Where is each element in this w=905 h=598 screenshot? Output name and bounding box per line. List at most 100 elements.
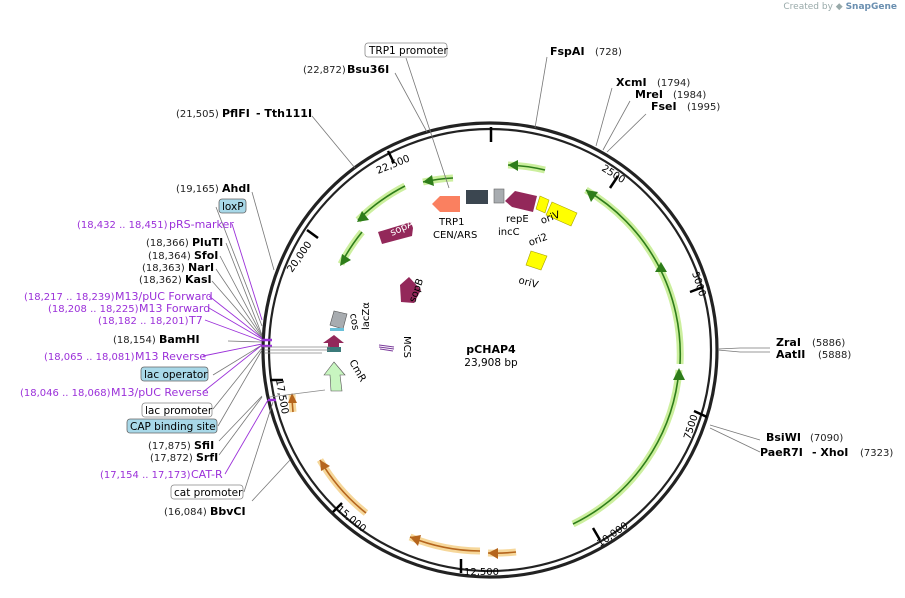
site-ahdi-pos: (19,165) <box>176 184 219 195</box>
boxed-labels: TRP1 promoter loxP lac operator lac prom… <box>126 42 448 500</box>
primer-prs-marker-pos: (18,432 .. 18,451) <box>77 220 168 231</box>
tick-label-17500: 17,500 <box>273 379 290 415</box>
site-fspai-pos: (728) <box>595 47 622 58</box>
plasmid-length: 23,908 bp <box>464 357 518 369</box>
tick-marks <box>270 127 708 573</box>
site-marks <box>264 346 330 398</box>
site-mrei: MreI <box>635 88 663 101</box>
arrowhead-orange-2 <box>410 535 421 546</box>
site-pluti: PluTI <box>192 236 223 249</box>
site-sfii: SfiI <box>194 439 214 452</box>
site-xcmi-pos: (1794) <box>657 78 690 89</box>
box-cat-promoter-text: cat promoter <box>174 487 243 499</box>
box-loxp-text: loxP <box>222 201 244 213</box>
primer-m13-forward-pos: (18,208 .. 18,225) <box>48 304 139 315</box>
label-oriv-2: oriV <box>517 275 539 291</box>
site-kasi: KasI <box>185 273 212 286</box>
arrowhead-green-4 <box>508 160 518 171</box>
feature-cos-block <box>329 310 348 330</box>
site-aatii-pos: (5888) <box>818 350 851 361</box>
site-bsu36i: Bsu36I <box>347 63 389 76</box>
arrowhead-green-5 <box>423 175 434 186</box>
feature-sopa-arrow <box>378 222 413 244</box>
feature-ori2-block <box>545 201 578 227</box>
arrowhead-green-1 <box>586 190 598 202</box>
label-laczalpha: lacZα <box>361 302 372 330</box>
green-orfs <box>337 160 685 528</box>
primer-t7-pos: (18,182 .. 18,201) <box>98 316 189 327</box>
site-bbvci-pos: (16,084) <box>164 507 207 518</box>
orf-green-left1-glow <box>355 182 407 223</box>
box-cap-binding-site: CAP binding site <box>126 418 218 434</box>
primer-m13puc-forward-pos: (18,217 .. 18,239) <box>24 292 115 303</box>
feature-lac-operator-block <box>327 347 341 352</box>
site-bsiwi: BsiWI <box>766 431 801 444</box>
box-cap-binding-site-text: CAP binding site <box>130 421 216 433</box>
arrowhead-green-3 <box>655 262 667 272</box>
primer-m13-reverse: M13 Reverse <box>135 350 206 363</box>
primer-m13puc-forward: M13/pUC Forward <box>115 290 213 303</box>
orf-green-right <box>585 189 682 365</box>
label-ori2: ori2 <box>527 232 549 249</box>
site-nari: NarI <box>188 261 214 274</box>
feature-cmr-arrow <box>323 361 346 392</box>
primer-leaders <box>202 223 276 475</box>
box-lac-operator: lac operator <box>140 366 209 382</box>
primer-m13-forward: M13 Forward <box>139 302 210 315</box>
right-site-leaders <box>534 56 770 453</box>
box-trp1-promoter-text: TRP1 promoter <box>368 45 448 57</box>
label-incc: incC <box>498 227 520 238</box>
feature-sopb-arrow <box>400 277 421 303</box>
site-pluti-pos: (18,366) <box>146 238 189 249</box>
box-lac-operator-text: lac operator <box>144 369 208 381</box>
label-mcs: MCS <box>401 336 412 358</box>
primer-m13-reverse-pos: (18,065 .. 18,081) <box>44 352 135 363</box>
box-trp1-promoter: TRP1 promoter <box>364 42 448 58</box>
feature-cenars-block <box>466 190 488 204</box>
arrowhead-orange-4 <box>288 393 297 403</box>
primer-labels: (18,432 .. 18,451) pRS-marker (18,217 ..… <box>20 218 234 481</box>
feature-loxp-mark <box>330 328 344 331</box>
arrowhead-green-7 <box>340 254 351 266</box>
label-trp1: TRP1 <box>438 217 464 228</box>
feature-mcs-marks <box>378 344 395 352</box>
box-lac-promoter: lac promoter <box>141 402 213 418</box>
site-mrei-pos: (1984) <box>673 90 706 101</box>
arrowhead-orange-1 <box>488 548 498 559</box>
primer-m13puc-reverse: M13/pUC Reverse <box>111 386 209 399</box>
label-cenars: CEN/ARS <box>433 230 477 241</box>
watermark-prefix: Created by <box>783 2 833 12</box>
feature-labels: TRP1 CEN/ARS repE incC oriV ori2 oriV so… <box>346 210 561 384</box>
site-paer7i-pos: (7323) <box>860 448 893 459</box>
feature-incc-block <box>493 188 505 204</box>
box-lac-promoter-text: lac promoter <box>145 405 213 417</box>
primer-t7: T7 <box>188 314 203 327</box>
inner-features <box>323 188 578 392</box>
site-srfi-pos: (17,872) <box>150 453 193 464</box>
orange-orfs <box>288 393 517 559</box>
orf-green-bottom-glow <box>571 369 683 528</box>
feature-trp1-arrow <box>432 196 460 212</box>
site-fspai: FspAI <box>550 45 585 58</box>
site-bsiwi-pos: (7090) <box>810 433 843 444</box>
site-sfoi-pos: (18,364) <box>148 251 191 262</box>
snapgene-logo-icon: ◆ <box>835 2 843 12</box>
feature-laczalpha-arrow <box>323 335 344 350</box>
label-repe: repE <box>506 214 529 225</box>
orf-green-bottom <box>572 369 680 525</box>
site-nari-pos: (18,363) <box>142 263 185 274</box>
site-zrai: ZraI <box>776 336 801 349</box>
primer-cat-r: CAT-R <box>191 468 223 481</box>
site-bamhi: BamHI <box>159 333 200 346</box>
site-ahdi: AhdI <box>222 182 250 195</box>
label-cos: cos <box>347 313 361 331</box>
site-sfii-pos: (17,875) <box>148 441 191 452</box>
watermark-brand: SnapGene <box>845 2 897 12</box>
site-pflfi-pos: (21,505) <box>176 109 219 120</box>
feature-repe-arrow <box>505 191 537 212</box>
site-pflfi: PflFI <box>222 107 250 120</box>
right-site-labels: FspAI (728) XcmI (1794) MreI (1984) FseI… <box>550 45 893 459</box>
arrowhead-green-6 <box>357 211 369 222</box>
arrowhead-orange-3 <box>320 460 330 471</box>
